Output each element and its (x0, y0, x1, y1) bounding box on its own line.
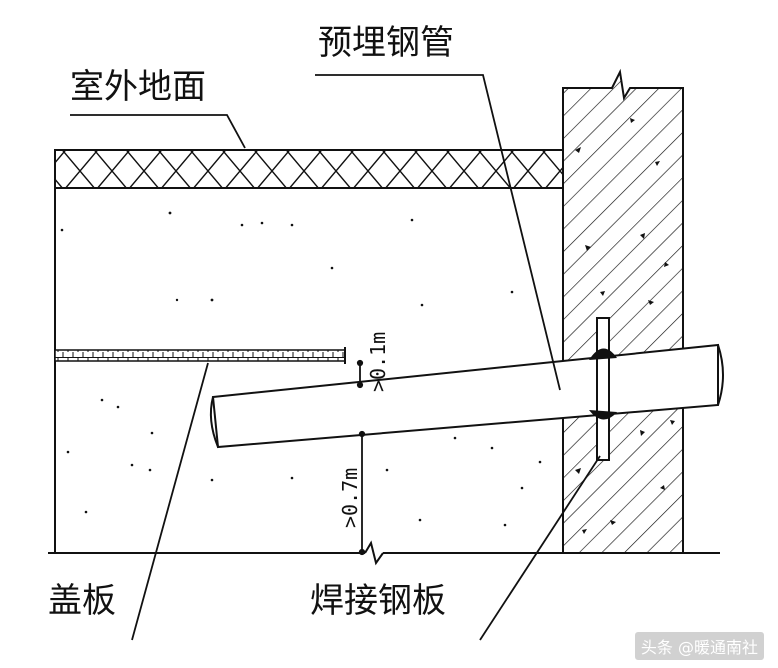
label-cover: 盖板 (48, 581, 116, 621)
watermark: 头条 @暖通南社 (634, 632, 764, 660)
weld-top (589, 348, 617, 360)
leader-pipe (315, 74, 561, 391)
label-plate: 焊接钢板 (310, 581, 446, 621)
leader-cover (131, 362, 209, 641)
dimension-bottom-gap: >0.7m (338, 468, 362, 528)
embedded-steel-pipe (209, 343, 724, 449)
dimension-lines (356, 359, 366, 556)
weld-bottom (589, 410, 617, 420)
leader-plate (479, 455, 601, 641)
label-pipe: 预埋钢管 (318, 23, 454, 63)
welded-steel-plate (589, 317, 617, 461)
label-ground: 室外地面 (70, 67, 206, 107)
dimension-top-gap: >0.1m (366, 332, 390, 392)
ground-surface-strip (54, 149, 564, 189)
cover-plate (54, 347, 346, 364)
leader-ground (70, 114, 246, 149)
leader-lines (70, 74, 601, 641)
concrete-wall (562, 68, 684, 554)
